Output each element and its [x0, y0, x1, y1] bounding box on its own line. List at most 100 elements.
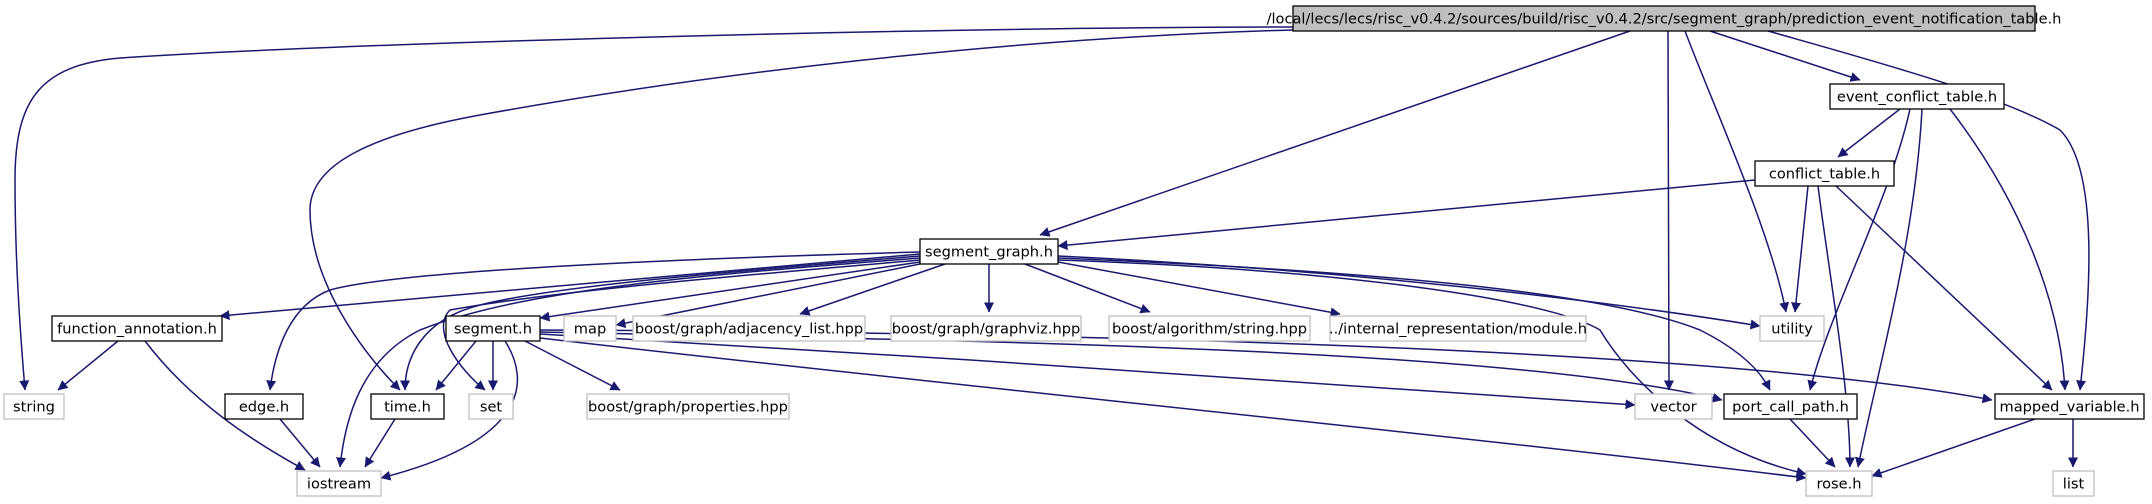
node-graphviz: boost/graph/graphviz.hpp: [890, 315, 1082, 342]
node-port-call-path[interactable]: port_call_path.h: [1723, 393, 1858, 420]
edge-function_annotation-to-string: [57, 340, 119, 391]
node-label: rose.h: [1816, 476, 1861, 493]
node-box: [2052, 470, 2095, 497]
edge-root-to-event_conflict_table: [1709, 30, 1861, 82]
edge-root-to-vector: [1663, 30, 1674, 391]
node-box: [224, 393, 304, 420]
node-label: iostream: [307, 476, 371, 493]
node-iostream: iostream: [296, 470, 382, 497]
edge-segment-to-rose: [539, 337, 1807, 482]
node-label: utility: [1771, 321, 1813, 338]
node-segment-graph[interactable]: segment_graph.h: [919, 238, 1059, 265]
node-box: [445, 315, 541, 342]
edge-edge-to-iostream: [279, 418, 321, 468]
node-box: [919, 238, 1059, 265]
node-label: string: [13, 399, 55, 416]
edge-root-to-mapped_variable: [1767, 30, 2090, 391]
node-vector: vector: [1634, 393, 1713, 420]
edge-segment-to-vector: [539, 333, 1636, 410]
edge-segment_graph-to-time: [400, 255, 921, 391]
edge-root-to-string: [14, 26, 1294, 391]
node-conflict-table[interactable]: conflict_table.h: [1754, 160, 1895, 187]
edge-port_call_path-to-rose: [1789, 418, 1836, 468]
node-box: [296, 470, 382, 497]
node-list: list: [2052, 470, 2095, 497]
edge-layer: [14, 26, 2090, 482]
edge-segment-to-port_call_path: [539, 331, 1723, 403]
edge-segment_graph-to-algorithm_string: [1024, 263, 1151, 314]
edge-conflict_table-to-segment_graph: [1057, 179, 1756, 251]
edge-segment_graph-to-port_call_path: [1057, 257, 1771, 391]
node-utility: utility: [1759, 315, 1825, 342]
edge-time-to-iostream: [364, 418, 396, 468]
node-layer: /local/lecs/lecs/risc_v0.4.2/sources/bui…: [3, 5, 2145, 497]
node-set: set: [468, 393, 514, 420]
node-string: string: [3, 393, 65, 420]
edge-segment-to-time: [435, 340, 477, 391]
node-box: [1723, 393, 1858, 420]
node-label: ../internal_representation/module.h: [1329, 321, 1587, 338]
edge-event_conflict_table-to-rose: [1855, 108, 1923, 468]
edge-segment_graph-to-map: [615, 263, 921, 329]
edge-segment_graph-to-iostream: [336, 257, 921, 468]
node-box: [3, 393, 65, 420]
node-label: segment_graph.h: [925, 244, 1053, 261]
node-label: event_conflict_table.h: [1837, 89, 1997, 106]
node-algorithm-string: boost/algorithm/string.hpp: [1108, 315, 1311, 342]
edge-root-to-segment_graph: [1039, 30, 1631, 237]
edge-segment-to-properties: [524, 340, 621, 391]
node-event-conflict-table[interactable]: event_conflict_table.h: [1829, 83, 2005, 110]
node-label: segment.h: [454, 321, 532, 338]
edge-function_annotation-to-iostream: [144, 340, 306, 471]
node-segment[interactable]: segment.h: [445, 315, 541, 342]
edge-segment_graph-to-utility: [1057, 255, 1761, 330]
edge-event_conflict_table-to-conflict_table: [1837, 108, 1901, 158]
node-adjacency-list: boost/graph/adjacency_list.hpp: [632, 315, 866, 342]
node-box: [1994, 393, 2145, 420]
node-root: /local/lecs/lecs/risc_v0.4.2/sources/bui…: [1267, 5, 2062, 32]
node-label: conflict_table.h: [1769, 166, 1880, 183]
node-mapped-variable[interactable]: mapped_variable.h: [1994, 393, 2145, 420]
node-box: [1759, 315, 1825, 342]
node-time[interactable]: time.h: [370, 393, 445, 420]
node-label: boost/algorithm/string.hpp: [1112, 321, 1307, 338]
edge-root-to-utility: [1684, 30, 1790, 313]
node-box: [468, 393, 514, 420]
edge-segment_graph-to-edge: [266, 251, 921, 391]
node-box: [632, 315, 866, 342]
node-label: boost/graph/adjacency_list.hpp: [635, 321, 863, 338]
node-label: vector: [1650, 399, 1696, 416]
node-label: /local/lecs/lecs/risc_v0.4.2/sources/bui…: [1267, 11, 2062, 28]
node-label: boost/graph/properties.hpp: [588, 399, 788, 416]
edge-segment_graph-to-set: [442, 259, 921, 391]
node-box: [890, 315, 1082, 342]
node-box: [1634, 393, 1713, 420]
edge-segment_graph-to-adjacency_list: [799, 263, 946, 316]
node-label: time.h: [384, 399, 431, 416]
node-label: port_call_path.h: [1732, 399, 1849, 416]
edge-segment_graph-to-rose: [1057, 259, 1807, 477]
node-label: function_annotation.h: [57, 321, 217, 338]
node-box: [370, 393, 445, 420]
edge-conflict_table-to-mapped_variable: [1835, 185, 2053, 391]
node-map: map: [563, 315, 617, 342]
edge-event_conflict_table-to-mapped_variable: [1949, 108, 2070, 391]
node-box: [1754, 160, 1895, 187]
node-box: [1292, 5, 2036, 32]
node-label: mapped_variable.h: [2000, 399, 2140, 416]
node-box: [563, 315, 617, 342]
node-module: ../internal_representation/module.h: [1329, 315, 1587, 342]
node-function-annotation[interactable]: function_annotation.h: [51, 315, 223, 342]
node-label: edge.h: [239, 399, 289, 416]
node-box: [1108, 315, 1311, 342]
edge-conflict_table-to-utility: [1791, 185, 1809, 313]
node-box: [51, 315, 223, 342]
node-properties: boost/graph/properties.hpp: [586, 393, 790, 420]
node-box: [1829, 83, 2005, 110]
node-box: [1329, 315, 1587, 342]
node-label: set: [480, 399, 503, 416]
node-box: [586, 393, 790, 420]
node-edge[interactable]: edge.h: [224, 393, 304, 420]
edge-segment_graph-to-function_annotation: [219, 253, 921, 321]
